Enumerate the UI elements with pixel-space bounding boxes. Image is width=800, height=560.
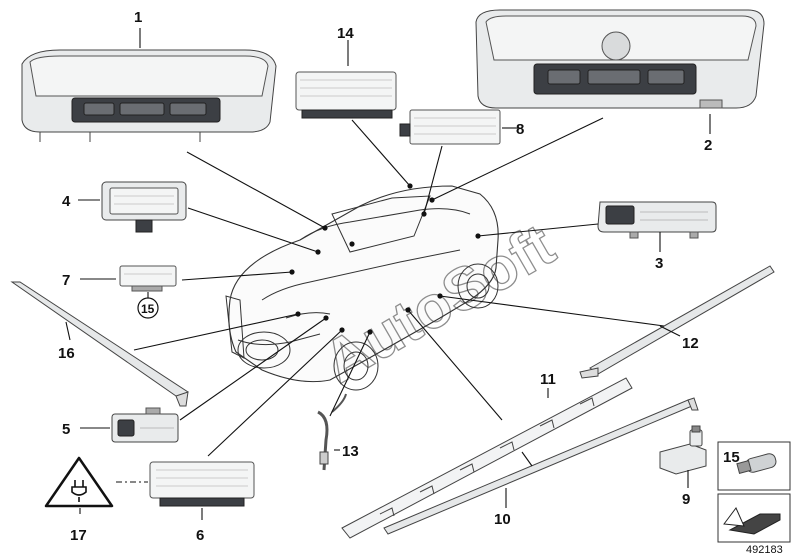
part-2-roof-module: [475, 9, 765, 109]
part-4-vanity-light: [101, 181, 187, 233]
car-attachment-dots: [289, 183, 481, 335]
callout-9: 9: [682, 491, 690, 508]
part-12-light-strip: [579, 265, 775, 379]
callout-16: 16: [58, 345, 75, 362]
part-15-bulb-box: [717, 441, 791, 543]
part-11-door-sill-strip: [341, 377, 633, 539]
callout-15-circle: 15: [137, 297, 159, 319]
callout-4: 4: [62, 193, 71, 210]
leader-lines: [65, 28, 711, 520]
car-outline: [225, 185, 499, 391]
callout-15-circle-label: 15: [141, 302, 155, 316]
part-6-footwell-light: [149, 461, 255, 507]
part-7-small-light: [119, 265, 177, 292]
callout-14: 14: [337, 25, 354, 42]
callout-3: 3: [655, 255, 663, 272]
callout-17: 17: [70, 527, 87, 544]
callout-12: 12: [682, 335, 699, 352]
callout-8: 8: [516, 121, 524, 138]
callout-5: 5: [62, 421, 70, 438]
callout-10: 10: [494, 511, 511, 528]
callout-1: 1: [134, 9, 142, 26]
part-10-fibre-strip: [383, 397, 699, 535]
callout-6: 6: [196, 527, 204, 544]
part-1-front-roof-module: [21, 49, 277, 142]
part-16-light-strip: [10, 281, 189, 407]
part-8-reading-light: [399, 109, 501, 145]
part-13-cable: [317, 393, 347, 471]
callout-11: 11: [540, 371, 556, 388]
reference-number: 492183: [746, 544, 783, 556]
part-17-warning-triangle: [44, 456, 114, 508]
part-9-connector: [659, 425, 707, 475]
part-3-door-light: [597, 201, 717, 239]
callout-13: 13: [342, 443, 359, 460]
callout-2: 2: [704, 137, 712, 154]
part-5-sensor: [111, 407, 179, 443]
callout-15: 15: [723, 449, 740, 466]
callout-7: 7: [62, 272, 70, 289]
part-14-interior-light: [295, 71, 397, 119]
